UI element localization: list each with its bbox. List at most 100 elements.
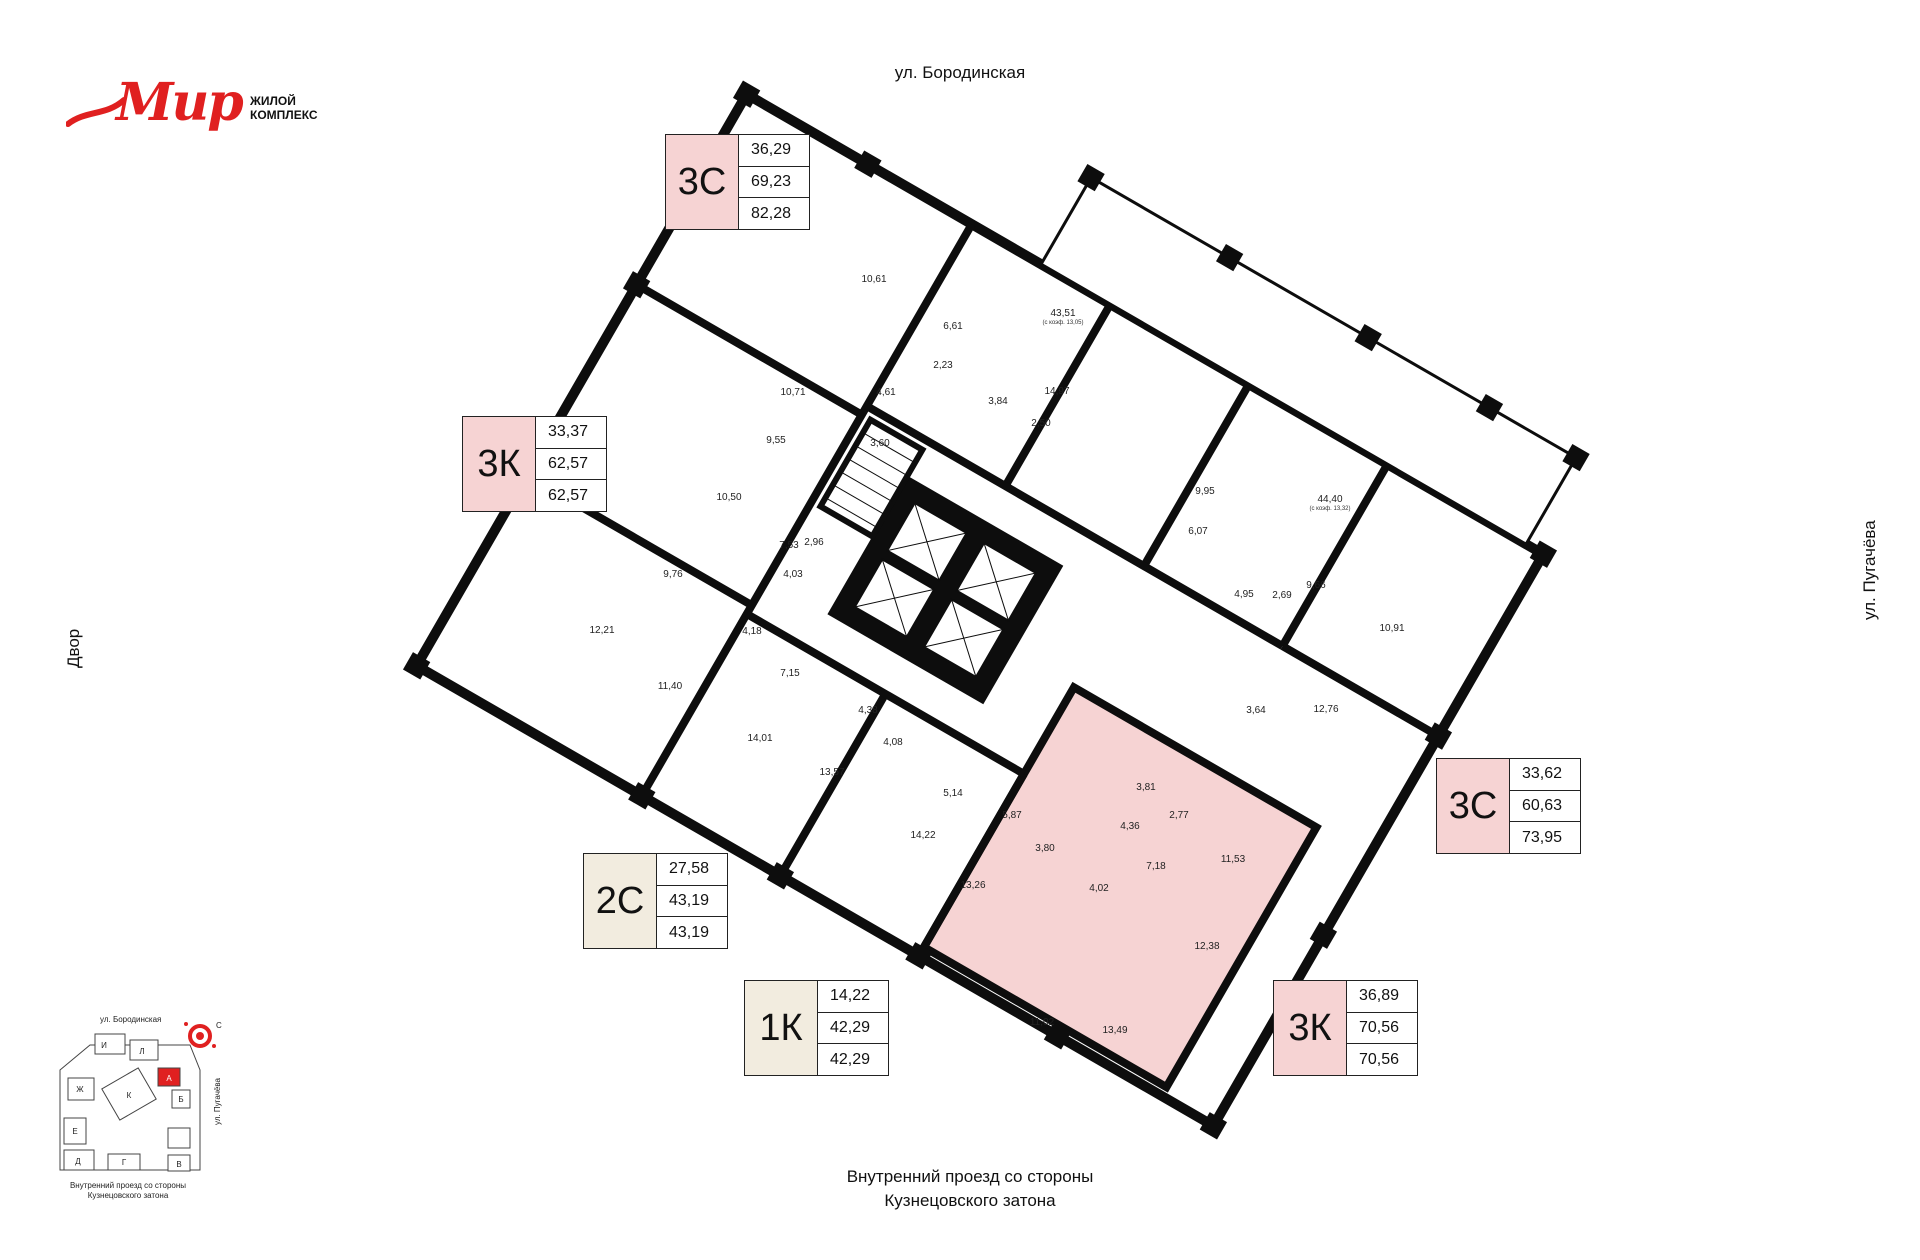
room-label: 3,84 bbox=[988, 396, 1008, 407]
apartment-card-2c[interactable]: 2С 27,58 43,19 43,19 bbox=[583, 853, 728, 949]
room-label: 4,61 bbox=[876, 387, 896, 398]
total-area-with-balcony: 73,95 bbox=[1522, 828, 1563, 846]
logo-sub-line1: ЖИЛОЙ bbox=[250, 94, 296, 108]
room-label: 3,60 bbox=[870, 438, 890, 449]
room-label: 7,53 bbox=[779, 540, 799, 551]
svg-text:А: А bbox=[166, 1074, 172, 1083]
total-area-with-balcony: 62,57 bbox=[548, 486, 589, 504]
apartment-type: 3К bbox=[463, 417, 536, 511]
room-label: 9,95 bbox=[1195, 486, 1215, 497]
room-label: 4,08 bbox=[883, 737, 903, 748]
apartment-type: 3К bbox=[1274, 981, 1347, 1075]
street-bottom-label: Внутренний проезд со стороны Кузнецовско… bbox=[760, 1165, 1180, 1213]
room-label: 7,18 bbox=[1146, 861, 1166, 872]
room-label: 14,01 bbox=[747, 733, 772, 744]
apartment-type: 3С bbox=[1437, 759, 1510, 853]
room-label: 10,61 bbox=[861, 274, 886, 285]
room-label: 44,40 bbox=[1317, 494, 1342, 505]
room-label: 4,02 bbox=[1089, 883, 1109, 894]
building bbox=[402, 80, 1590, 1140]
apartment-type: 3С bbox=[666, 135, 739, 229]
room-label: 12,21 bbox=[589, 625, 614, 636]
total-area: 60,63 bbox=[1510, 791, 1580, 823]
room-label: 11,40 bbox=[658, 681, 683, 692]
room-note: (с коэф. 13,05) bbox=[1042, 320, 1083, 326]
svg-text:Г: Г bbox=[122, 1158, 127, 1167]
room-label: 10,50 bbox=[716, 492, 741, 503]
room-label: 7,15 bbox=[780, 668, 800, 679]
room-label: 11,53 bbox=[1221, 854, 1246, 865]
room-label: 6,61 bbox=[943, 321, 963, 332]
logo-subtitle: ЖИЛОЙ КОМПЛЕКС bbox=[250, 94, 318, 122]
street-top-label: ул. Бородинская bbox=[894, 63, 1026, 82]
minimap-bottom-line1: Внутренний проезд со стороны bbox=[70, 1181, 186, 1190]
total-area-with-balcony: 82,28 bbox=[751, 204, 792, 222]
room-label: 12,76 bbox=[1313, 704, 1338, 715]
apartment-card-3k-bottom[interactable]: 3К 36,89 70,56 70,56 bbox=[1273, 980, 1418, 1076]
apartment-card-1k[interactable]: 1К 14,22 42,29 42,29 bbox=[744, 980, 889, 1076]
room-label: 43,51 bbox=[1050, 308, 1075, 319]
minimap-street-top: ул. Бородинская bbox=[100, 1015, 161, 1024]
logo-sub-line2: КОМПЛЕКС bbox=[250, 108, 318, 122]
room-label: 9,76 bbox=[663, 569, 683, 580]
room-label: 2,96 bbox=[804, 537, 824, 548]
room-label: 4,18 bbox=[742, 626, 762, 637]
compass-north-label: С bbox=[216, 1021, 222, 1030]
room-label: 9,55 bbox=[766, 435, 786, 446]
room-label: 13,57 bbox=[819, 767, 844, 778]
room-label: 2,23 bbox=[933, 360, 953, 371]
room-label: 13,26 bbox=[960, 880, 985, 891]
total-area-with-balcony: 42,29 bbox=[830, 1050, 871, 1068]
svg-text:Д: Д bbox=[75, 1157, 81, 1166]
inner-walls bbox=[524, 222, 1441, 958]
minimap-street-right: ул. Пугачёва bbox=[213, 1078, 222, 1125]
apartment-type: 1К bbox=[745, 981, 818, 1075]
total-area: 70,56 bbox=[1347, 1013, 1417, 1045]
compass-icon: С bbox=[184, 1021, 222, 1048]
room-label: 2,69 bbox=[1272, 590, 1292, 601]
room-label: 12,38 bbox=[1194, 941, 1219, 952]
stairwell bbox=[816, 415, 927, 541]
room-label: 3,64 bbox=[1246, 705, 1266, 716]
total-area: 42,29 bbox=[818, 1013, 888, 1045]
living-area: 33,37 bbox=[536, 417, 606, 449]
svg-text:Е: Е bbox=[72, 1127, 77, 1136]
svg-text:И: И bbox=[101, 1041, 107, 1050]
room-label: 5,87 bbox=[1002, 810, 1022, 821]
total-area: 62,57 bbox=[536, 449, 606, 481]
svg-text:Б: Б bbox=[178, 1095, 183, 1104]
minimap-active-section bbox=[157, 1067, 181, 1087]
room-labels: 10,61 6,61 2,23 43,51 (с коэф. 13,05) 10… bbox=[589, 274, 1404, 1036]
room-note: (с коэф. 13,32) bbox=[1309, 506, 1350, 512]
room-label: 10,71 bbox=[780, 387, 805, 398]
minimap-section-labels: И Л А Ж К Б Е Д Г В bbox=[72, 1041, 183, 1169]
room-label: 3,80 bbox=[1035, 843, 1055, 854]
logo-word: Мир bbox=[116, 72, 244, 133]
room-label: 3,81 bbox=[1136, 782, 1156, 793]
apartment-card-3c-right[interactable]: 3С 33,62 60,63 73,95 bbox=[1436, 758, 1581, 854]
street-bottom-line1: Внутренний проезд со стороны bbox=[846, 1167, 1094, 1186]
total-area-with-balcony: 43,19 bbox=[669, 923, 710, 941]
terrace bbox=[1039, 175, 1579, 547]
total-area: 43,19 bbox=[657, 886, 727, 918]
svg-text:Ж: Ж bbox=[76, 1085, 84, 1094]
living-area: 36,89 bbox=[1347, 981, 1417, 1013]
room-label: 4,38 bbox=[858, 705, 878, 716]
logo: Мир ЖИЛОЙ КОМПЛЕКС bbox=[66, 72, 318, 142]
room-label: 6,07 bbox=[1188, 526, 1208, 537]
total-area-with-balcony: 70,56 bbox=[1359, 1050, 1400, 1068]
living-area: 14,22 bbox=[818, 981, 888, 1013]
site-minimap[interactable]: ул. Бородинская ул. Пугачёва И Л А Ж К Б… bbox=[50, 1010, 240, 1210]
room-label: 14,97 bbox=[1044, 386, 1069, 397]
room-label: 4,36 bbox=[1120, 821, 1140, 832]
room-label: 2,77 bbox=[1169, 810, 1189, 821]
svg-text:К: К bbox=[127, 1091, 132, 1100]
logo-swoosh-icon bbox=[66, 97, 126, 127]
living-area: 27,58 bbox=[657, 854, 727, 886]
room-label: 4,95 bbox=[1234, 589, 1254, 600]
total-area: 69,23 bbox=[739, 167, 809, 199]
apartment-card-3c-top[interactable]: 3С 36,29 69,23 82,28 bbox=[665, 134, 810, 230]
apartment-card-3k-left[interactable]: 3К 33,37 62,57 62,57 bbox=[462, 416, 607, 512]
svg-text:Л: Л bbox=[139, 1047, 144, 1056]
